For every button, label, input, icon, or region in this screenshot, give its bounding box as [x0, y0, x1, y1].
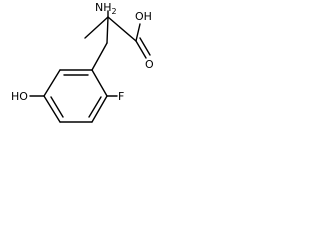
- ch2-alpha-bond: [106, 16, 109, 44]
- fluorine-label: F: [118, 90, 124, 103]
- carboxyl-bond: [107, 16, 137, 42]
- bonds: [29, 10, 151, 123]
- ring-bond-5: [43, 95, 61, 123]
- methyl-bond: [84, 16, 109, 39]
- acid-oh-bond: [135, 23, 141, 42]
- benzyl-bond: [91, 42, 108, 71]
- ring-double-3: [50, 96, 64, 118]
- ring-bond-6: [43, 69, 61, 97]
- amine-n: N: [95, 1, 103, 14]
- structure-canvas: NH2 OH O F HO: [11, 1, 154, 123]
- carbonyl-bond-1: [135, 40, 147, 59]
- phenol-label: HO: [11, 90, 28, 103]
- atom-labels: NH2 OH O F HO: [11, 1, 154, 103]
- acid-oh-label: OH: [135, 10, 152, 23]
- ring-double-2: [88, 96, 102, 118]
- amine-h: H: [103, 1, 111, 14]
- amine-label: NH2: [95, 1, 117, 16]
- amine-h-count: 2: [112, 7, 117, 16]
- ring-bond-3: [91, 95, 108, 123]
- carbonyl-bond-2: [139, 37, 151, 56]
- carbonyl-o-label: O: [145, 58, 154, 71]
- ring-bond-2: [91, 69, 108, 97]
